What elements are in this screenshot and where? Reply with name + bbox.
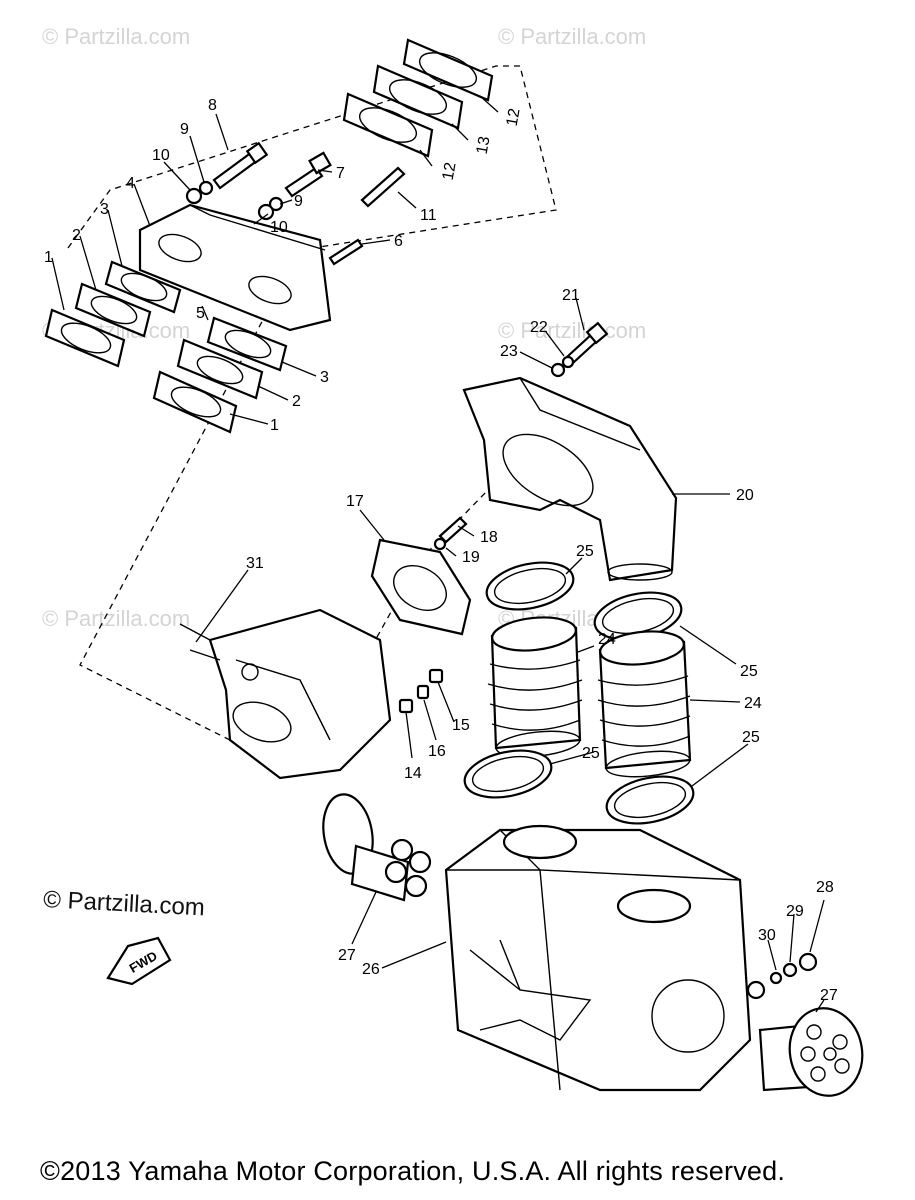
- callout-3: 3: [100, 201, 109, 218]
- gasket-2-right: [176, 338, 264, 400]
- callout-25: 25: [582, 745, 600, 762]
- callout-30: 30: [758, 927, 776, 944]
- bolt-head: [746, 980, 766, 1000]
- copyright-notice: ©2013 Yamaha Motor Corporation, U.S.A. A…: [40, 1156, 786, 1186]
- clamp-25-d: [605, 775, 695, 825]
- spacer-16: [416, 684, 430, 700]
- callout-27: 27: [820, 987, 838, 1004]
- callout-29: 29: [786, 903, 804, 920]
- callout-9: 9: [294, 193, 303, 210]
- callout-26: 26: [362, 961, 380, 978]
- callout-12: 12: [504, 107, 524, 128]
- callout-28: 28: [816, 879, 834, 896]
- clamp-25-a: [485, 561, 575, 611]
- leader-lines: [51, 95, 825, 1013]
- rubber-boot-24-left: [487, 616, 583, 758]
- washer-19: [433, 537, 447, 551]
- callout-2: 2: [72, 227, 81, 244]
- callout-7: 7: [336, 165, 345, 182]
- carburetor-flange: [370, 538, 472, 636]
- callout-3: 3: [320, 369, 329, 386]
- bolt-18: [438, 516, 468, 544]
- callout-24: 24: [598, 631, 616, 648]
- callout-10: 10: [152, 147, 170, 164]
- stud-11: [360, 166, 406, 208]
- nut-10: [185, 187, 203, 205]
- nut-28: [798, 952, 818, 972]
- gasket-12-top: [402, 38, 494, 102]
- intake-tube-set-right: [758, 1007, 864, 1097]
- callout-1: 1: [270, 417, 279, 434]
- watermark: © Partzilla.com: [498, 24, 647, 49]
- callout-5: 5: [196, 305, 205, 322]
- callout-31: 31: [246, 555, 264, 572]
- intake-silencer-box: [444, 824, 752, 1092]
- callout-19: 19: [462, 549, 480, 566]
- callout-2: 2: [292, 393, 301, 410]
- washer-9: [198, 180, 214, 196]
- callout-14: 14: [404, 765, 422, 782]
- rubber-boot-24-right: [597, 630, 692, 778]
- callout-9: 9: [180, 121, 189, 138]
- intake-tube-set-left: [322, 793, 432, 902]
- callout-13: 13: [474, 135, 494, 156]
- callout-25: 25: [576, 543, 594, 560]
- fwd-arrow: [106, 936, 172, 986]
- callout-27: 27: [338, 947, 356, 964]
- washer-30: [769, 971, 783, 985]
- callout-11: 11: [420, 207, 437, 224]
- washer-22: [561, 355, 575, 369]
- callout-23: 23: [500, 343, 518, 360]
- callout-10: 10: [270, 219, 288, 236]
- gasket-1-right: [152, 370, 238, 434]
- gasket-2-left: [74, 282, 152, 338]
- clamp-25-c: [463, 749, 553, 799]
- nut-10: [257, 203, 275, 221]
- callout-25: 25: [740, 663, 758, 680]
- callout-17: 17: [346, 493, 364, 510]
- gasket-13: [372, 64, 464, 130]
- callout-12: 12: [440, 161, 460, 182]
- callout-16: 16: [428, 743, 446, 760]
- bolt-7: [284, 151, 332, 198]
- callout-18: 18: [480, 529, 498, 546]
- callout-22: 22: [530, 319, 548, 336]
- callout-21: 21: [562, 287, 580, 304]
- gasket-3-left: [104, 260, 182, 314]
- gasket-3-right: [206, 316, 288, 372]
- nut-15: [428, 668, 444, 684]
- intake-elbow: [462, 376, 678, 582]
- callout-24: 24: [744, 695, 762, 712]
- callout-15: 15: [452, 717, 470, 734]
- callout-25: 25: [742, 729, 760, 746]
- stud-6: [328, 238, 364, 266]
- watermark: © Partzilla.com: [42, 24, 191, 49]
- bolt-8: [212, 141, 269, 190]
- jet-14: [398, 698, 414, 714]
- callout-20: 20: [736, 487, 754, 504]
- callout-8: 8: [208, 97, 217, 114]
- bolt-21: [566, 321, 609, 364]
- intake-manifold: [138, 203, 332, 332]
- watermark: © Partzilla.com: [42, 606, 191, 631]
- callout-1: 1: [44, 249, 53, 266]
- watermark: © Partzilla.com: [498, 318, 647, 343]
- gasket-1-left: [44, 308, 126, 368]
- callout-4: 4: [126, 175, 135, 192]
- gasket-12-lower: [342, 92, 434, 158]
- callout-6: 6: [394, 233, 403, 250]
- carburetor-body: [179, 608, 392, 780]
- washer-29: [782, 962, 798, 978]
- nut-23: [550, 362, 566, 378]
